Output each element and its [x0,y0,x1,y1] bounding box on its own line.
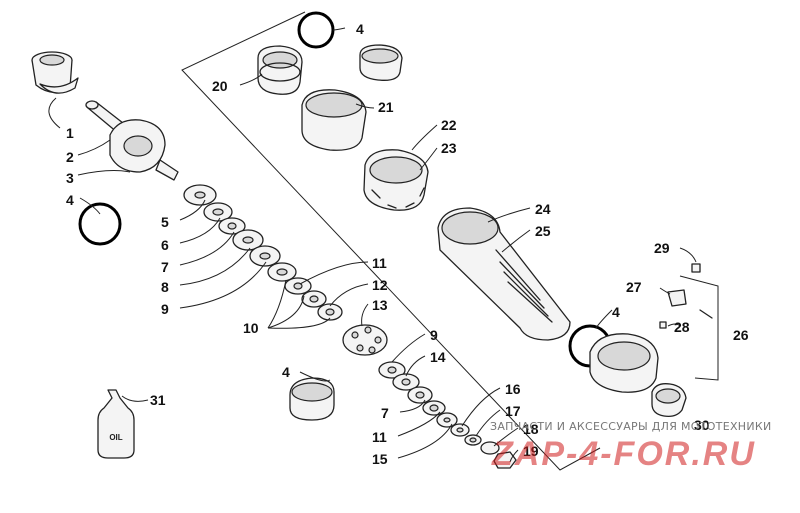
callout-10: 10 [243,320,259,336]
part-4-oring-left [78,202,122,246]
callout-7: 7 [381,405,389,421]
callout-4: 4 [282,364,290,380]
callout-7: 7 [161,259,169,275]
part-27-29-valve [659,263,713,329]
callout-22: 22 [441,117,457,133]
callout-12: 12 [372,277,388,293]
callout-18: 18 [523,421,539,437]
oil-bottle [97,389,135,459]
callout-3: 3 [66,170,74,186]
callout-25: 25 [535,223,551,239]
callout-20: 20 [212,78,228,94]
part-3-shaft-eye [109,119,179,181]
callout-16: 16 [505,381,521,397]
assembly-bracket [181,11,601,471]
callout-30: 30 [694,417,710,433]
callout-4: 4 [66,192,74,208]
part-13-piston [342,324,388,356]
callout-26: 26 [733,327,749,343]
watermark-brand: ZAP-4-FOR.RU [491,435,756,473]
part-30-bushing-right [651,383,687,418]
callout-4: 4 [612,304,620,320]
watermark-tagline: ЗАПЧАСТИ И АКСЕССУАРЫ ДЛЯ МОТОТЕХНИКИ [490,420,772,433]
callout-17: 17 [505,403,521,419]
callout-23: 23 [441,140,457,156]
leader-lines [48,27,697,463]
washer-stack-left [183,184,343,321]
callout-27: 27 [626,279,642,295]
callout-1: 1 [66,125,74,141]
callout-19: 19 [523,443,539,459]
part-1-bushing [31,51,79,94]
part-22-23-nut-set [363,149,429,211]
part-reservoir-body [589,333,659,393]
oil-bottle-label: OIL [109,433,122,442]
callout-labels: 1 2 3 4 4 4 4 5 6 7 7 8 9 9 10 11 11 12 … [66,21,749,467]
callout-6: 6 [161,237,169,253]
washer-stack-lower [378,361,517,469]
part-24-25-cylinder [437,207,571,341]
callout-13: 13 [372,297,388,313]
bracket-26 [679,275,719,381]
part-4-ring-top [359,44,403,81]
callout-4: 4 [356,21,364,37]
callout-11: 11 [372,429,387,445]
callout-11: 11 [372,255,387,271]
callout-9: 9 [430,327,438,343]
part-4-oring-top [297,11,335,49]
callout-2: 2 [66,149,74,165]
callout-9: 9 [161,301,169,317]
part-4-seal-lower [289,377,335,421]
callout-31: 31 [150,392,166,408]
callout-14: 14 [430,349,446,365]
callout-21: 21 [378,99,394,115]
callout-5: 5 [161,214,169,230]
callout-28: 28 [674,319,690,335]
part-21-sleeve [301,89,367,151]
callout-15: 15 [372,451,388,467]
callout-24: 24 [535,201,551,217]
callout-8: 8 [161,279,169,295]
callout-29: 29 [654,240,670,256]
part-20-cap [257,45,303,95]
